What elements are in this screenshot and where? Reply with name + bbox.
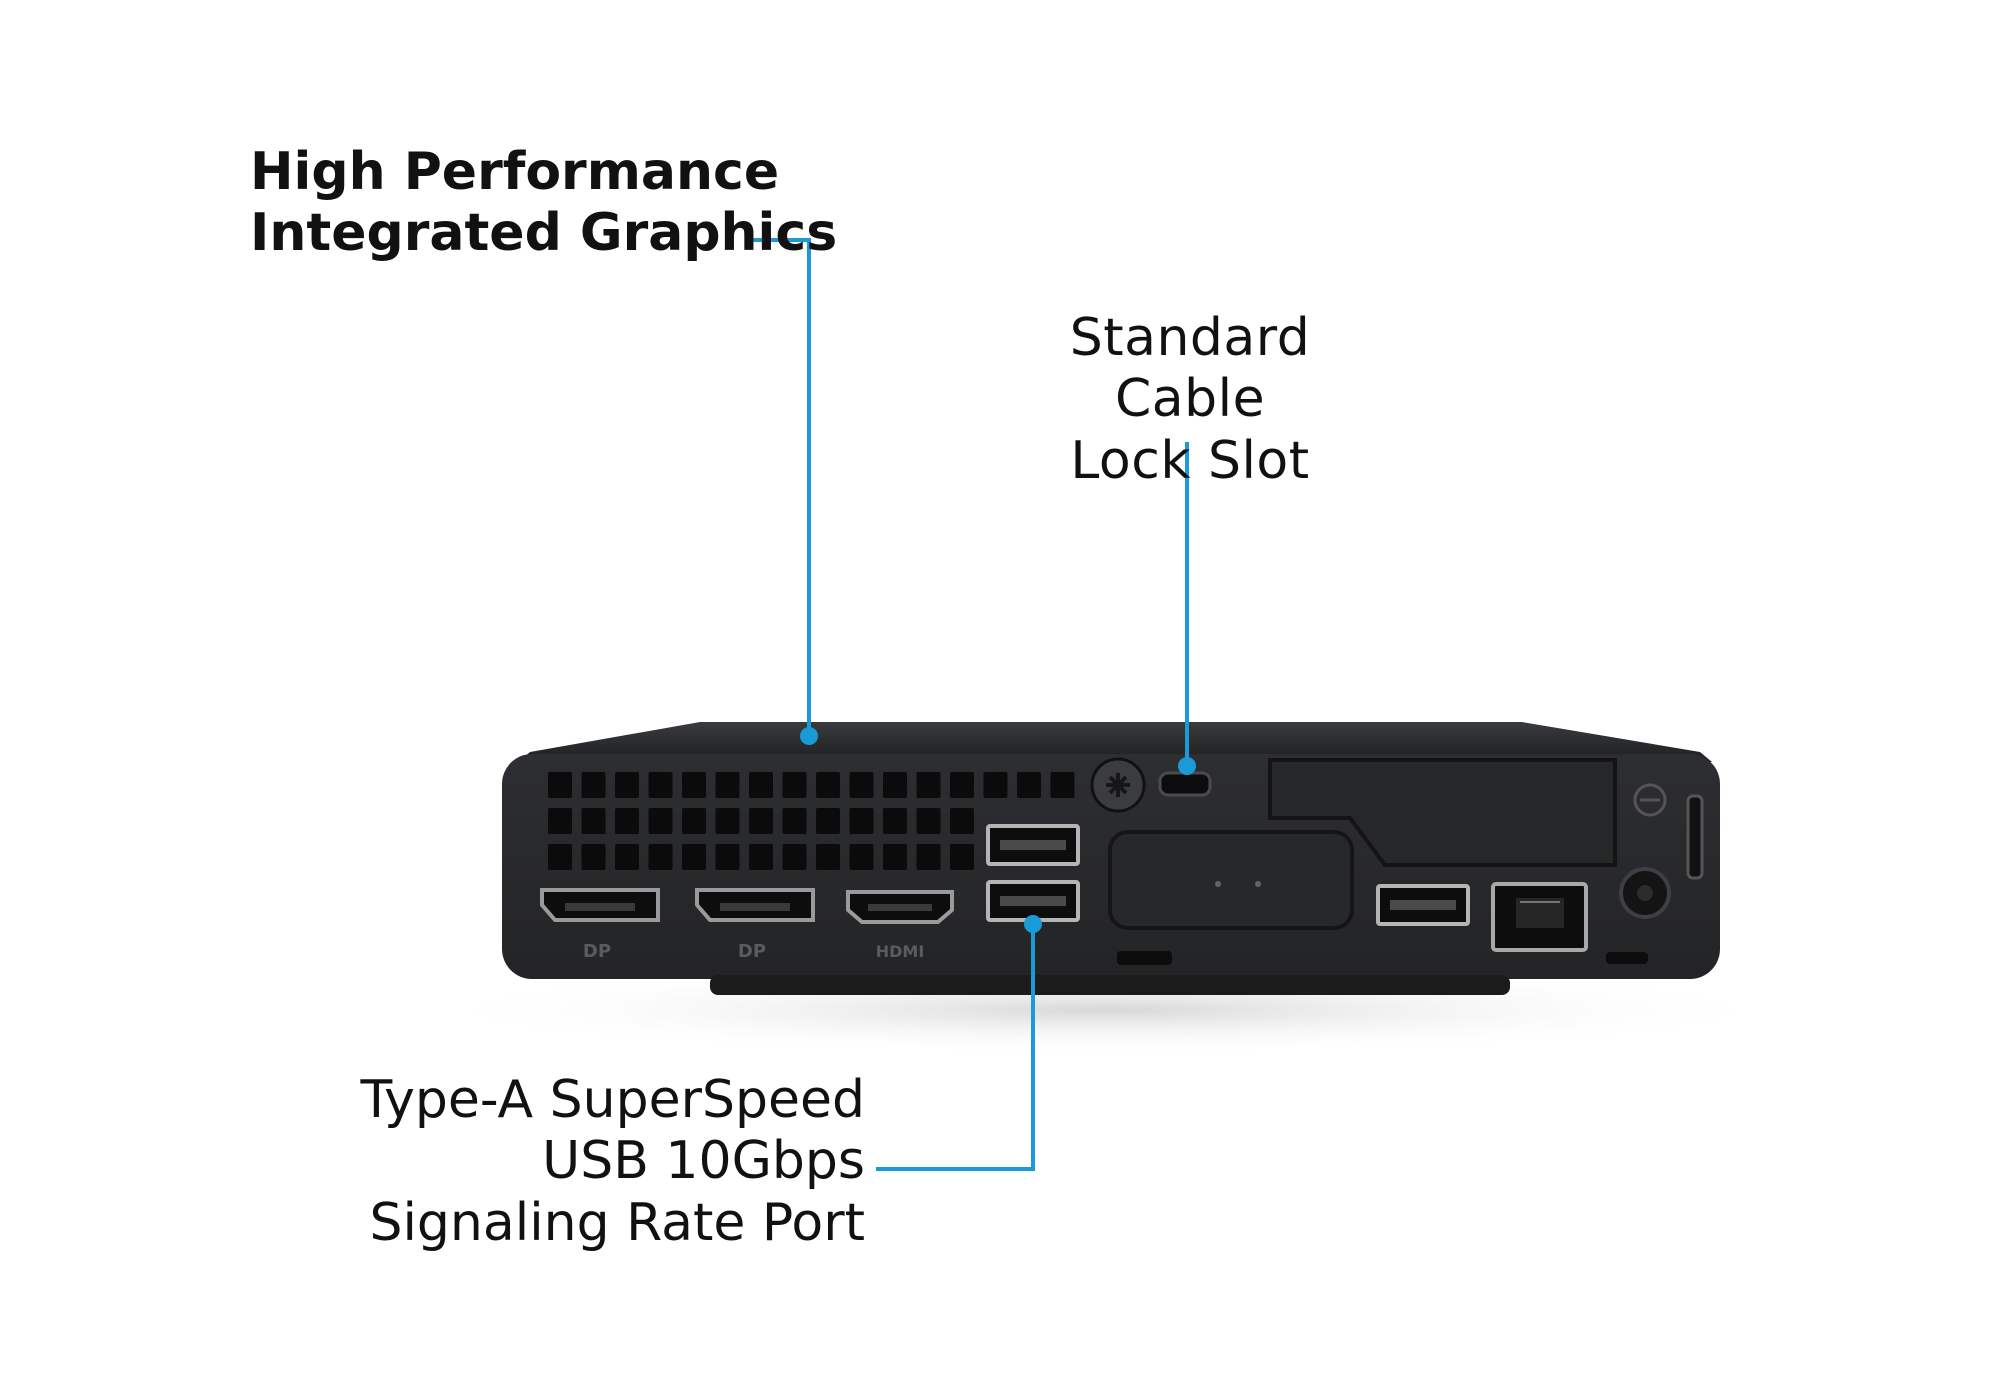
vent-hole [548, 808, 572, 834]
callout-usb-line-1: Type-A SuperSpeed [360, 1070, 865, 1130]
vent-hole [648, 772, 673, 798]
bottom-slot-right [1606, 952, 1648, 964]
vent-hole [581, 772, 606, 798]
bottom-slot-left [1117, 951, 1172, 965]
vent-hole [682, 808, 706, 834]
vent-hole [715, 772, 740, 798]
callout-lock-slot: Standard Cable Lock Slot [990, 308, 1390, 492]
vent-hole [648, 844, 673, 870]
chassis-foot [710, 975, 1510, 995]
callout-graphics-line-1: High Performance [250, 142, 780, 202]
vent-hole [916, 844, 941, 870]
dp2-label: DP [738, 941, 766, 962]
thumbscrew-icon [1090, 757, 1146, 813]
vent-hole [581, 808, 606, 834]
vent-hole [749, 844, 773, 870]
vent-hole [916, 772, 941, 798]
side-latch [1686, 794, 1704, 880]
vent-hole [849, 808, 874, 834]
dp1-label: DP [583, 941, 611, 962]
leader-line-graphics [747, 238, 811, 736]
vent-hole [983, 772, 1008, 798]
hdmi-port [846, 890, 954, 924]
vent-hole [615, 772, 639, 798]
usb-a-port-superspeed [986, 880, 1080, 922]
vent-hole [749, 808, 773, 834]
vent-hole [615, 844, 639, 870]
vent-hole [1017, 772, 1041, 798]
usb-a-port-top [986, 824, 1080, 866]
leader-dot-usb [1024, 915, 1042, 933]
vent-hole [849, 772, 874, 798]
vent-hole [883, 772, 907, 798]
vent-hole [715, 844, 740, 870]
callout-lock-line-1: Standard Cable [1069, 308, 1311, 430]
leader-dot-lock [1178, 757, 1196, 775]
vent-hole [749, 772, 773, 798]
power-jack-icon [1619, 867, 1671, 919]
vent-hole [548, 772, 572, 798]
callout-usb: Type-A SuperSpeed USB 10Gbps Signaling R… [300, 1070, 865, 1254]
callout-graphics-line-2: Integrated Graphics [250, 203, 838, 264]
vent-hole [615, 808, 639, 834]
vent-hole [782, 844, 807, 870]
vent-hole [715, 808, 740, 834]
leader-dot-graphics [800, 727, 818, 745]
vent-hole [782, 772, 807, 798]
leader-lines [747, 238, 1189, 1171]
expansion-cover [1268, 758, 1617, 867]
vent-hole [648, 808, 673, 834]
callout-usb-line-3: Signaling Rate Port [369, 1192, 865, 1253]
callout-usb-line-2: USB 10Gbps [542, 1131, 865, 1192]
vent-hole [548, 844, 572, 870]
vent-hole [816, 808, 840, 834]
vent-hole [950, 844, 974, 870]
usb-a-port-right [1376, 884, 1470, 926]
ethernet-port [1491, 882, 1588, 952]
leader-line-usb [876, 924, 1035, 1171]
flex-io-panel [1108, 830, 1354, 930]
vent-hole [816, 772, 840, 798]
power-button-icon [1633, 783, 1667, 817]
vent-hole [782, 808, 807, 834]
displayport-2 [695, 888, 815, 922]
vent-grid [548, 772, 1075, 870]
vent-hole [581, 844, 606, 870]
vent-hole [682, 772, 706, 798]
vent-hole [849, 844, 874, 870]
vent-hole [682, 844, 706, 870]
vent-hole [950, 772, 974, 798]
callout-graphics: High Performance Integrated Graphics [250, 142, 837, 265]
vent-hole [1050, 772, 1075, 798]
hdmi-label: HDMI [876, 942, 925, 961]
cable-lock-slot [1158, 771, 1212, 797]
vent-hole [883, 844, 907, 870]
displayport-1 [540, 888, 660, 922]
callout-lock-line-2: Lock Slot [1070, 430, 1310, 491]
vent-hole [950, 808, 974, 834]
vent-hole [816, 844, 840, 870]
vent-hole [916, 808, 941, 834]
vent-hole [883, 808, 907, 834]
